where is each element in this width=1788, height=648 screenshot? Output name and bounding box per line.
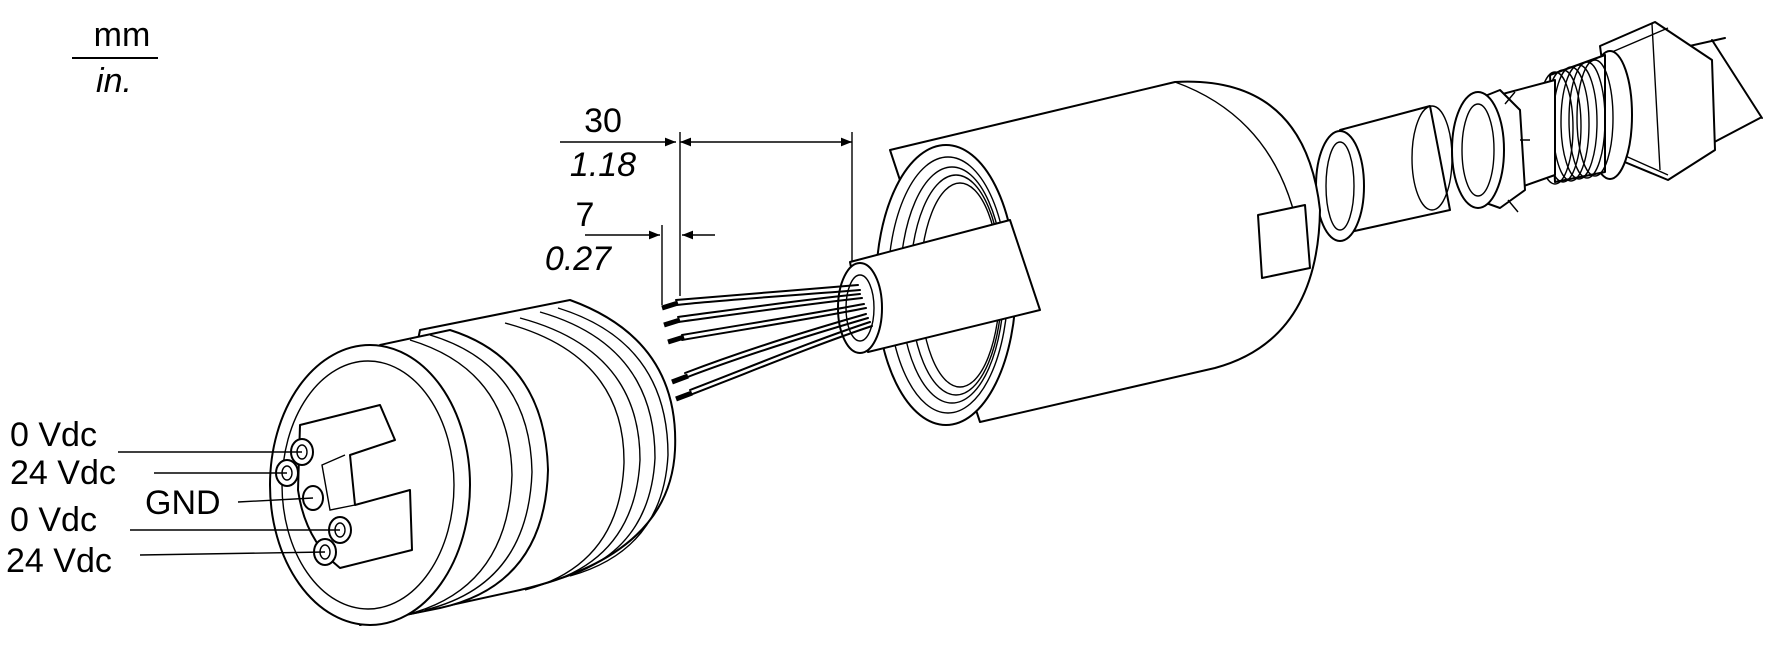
dim-strip-mm: 30: [584, 102, 622, 140]
unit-legend: mm in.: [72, 16, 158, 100]
housing-flat: [1257, 204, 1311, 279]
dimension-strip-length: 30 1.18: [560, 102, 853, 296]
wire-tips: [661, 300, 693, 402]
pin-label-24vdc-1: 24 Vdc: [10, 454, 116, 492]
dim-wire-mm: 7: [576, 196, 595, 234]
clamp-ring: [1451, 91, 1505, 209]
unit-metric: mm: [94, 16, 151, 54]
cable-end-cut: [1711, 39, 1763, 119]
dim-strip-in: 1.18: [570, 146, 636, 184]
pin-label-gnd: GND: [145, 484, 221, 522]
unit-imperial: in.: [96, 62, 132, 100]
front-threads: [504, 307, 669, 591]
pin-labels: 0 Vdc 24 Vdc GND 0 Vdc 24 Vdc: [6, 416, 340, 580]
front-connector: [269, 299, 677, 626]
stripped-wires: [661, 284, 873, 402]
dim-wire-in: 0.27: [545, 240, 612, 278]
pin-label-0vdc-1: 0 Vdc: [10, 416, 97, 454]
rear-bushing: [1315, 130, 1365, 242]
pin-label-24vdc-2: 24 Vdc: [6, 542, 112, 580]
cable-gland-assembly: [1315, 21, 1763, 242]
dimension-wire-end: 7 0.27: [545, 196, 715, 305]
pin-label-0vdc-2: 0 Vdc: [10, 501, 97, 539]
